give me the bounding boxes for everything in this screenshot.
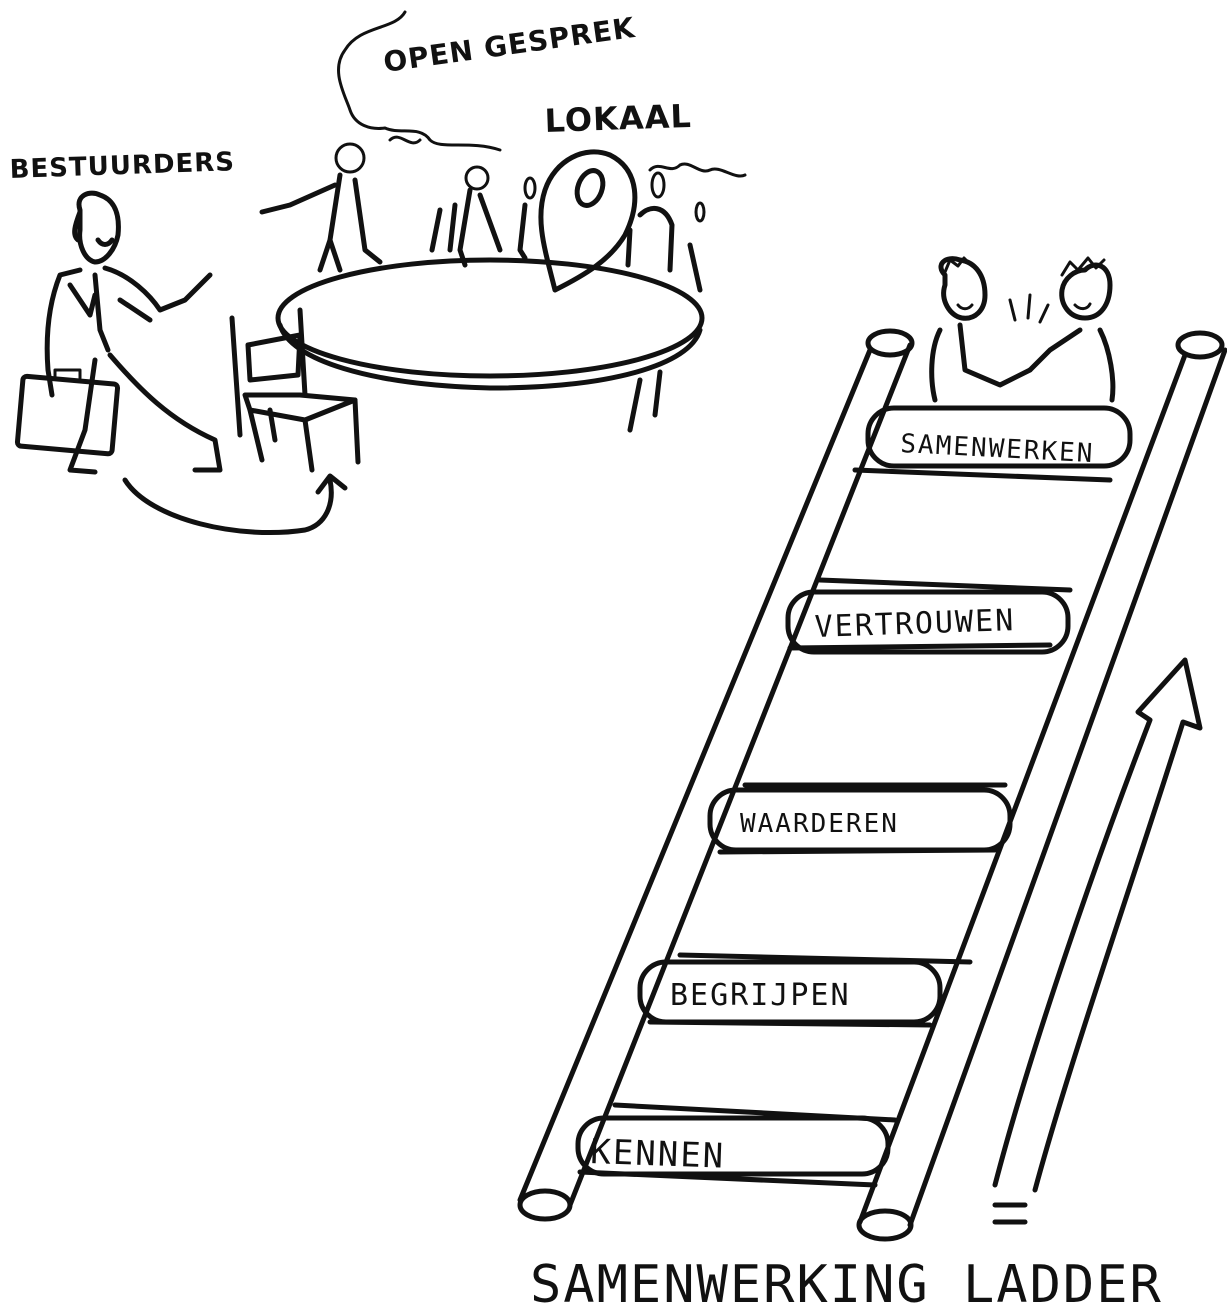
- briefcase-icon: [14, 373, 121, 457]
- businessman-figure: [14, 190, 223, 475]
- ladder: [517, 328, 1227, 1242]
- ladder-title: SAMENWERKING LADDER: [530, 1255, 1163, 1315]
- table-figures: [259, 135, 747, 293]
- meeting-scene: [14, 10, 747, 535]
- handshake-figures: [929, 256, 1116, 403]
- ladder-step-label: BEGRIJPEN: [670, 978, 851, 1013]
- ladder-step-waarderen: WAARDEREN: [707, 787, 1013, 853]
- ladder-step-begrijpen: BEGRIJPEN: [637, 959, 943, 1025]
- ladder-step-label: VERTROUWEN: [814, 603, 1016, 645]
- label-open-gesprek: OPEN GESPREK: [381, 11, 637, 79]
- ladder-step-label: WAARDEREN: [740, 809, 899, 839]
- ladder-step-kennen: KENNEN: [575, 1115, 891, 1177]
- curved-arrow-icon: [122, 477, 334, 535]
- up-arrow-icon: [992, 657, 1203, 1225]
- ladder-step-label: KENNEN: [590, 1132, 726, 1177]
- location-pin-icon: [538, 149, 638, 293]
- speech-cloud: [337, 10, 502, 152]
- round-table: [275, 257, 705, 379]
- label-lokaal: LOKAAL: [544, 97, 692, 140]
- ladder-step-vertrouwen: VERTROUWEN: [785, 589, 1071, 655]
- ladder-step-label: SAMENWERKEN: [900, 429, 1095, 469]
- ladder-step-samenwerken: SAMENWERKEN: [865, 405, 1133, 469]
- empty-chair: [229, 307, 361, 473]
- label-bestuurders: BESTUURDERS: [9, 147, 235, 185]
